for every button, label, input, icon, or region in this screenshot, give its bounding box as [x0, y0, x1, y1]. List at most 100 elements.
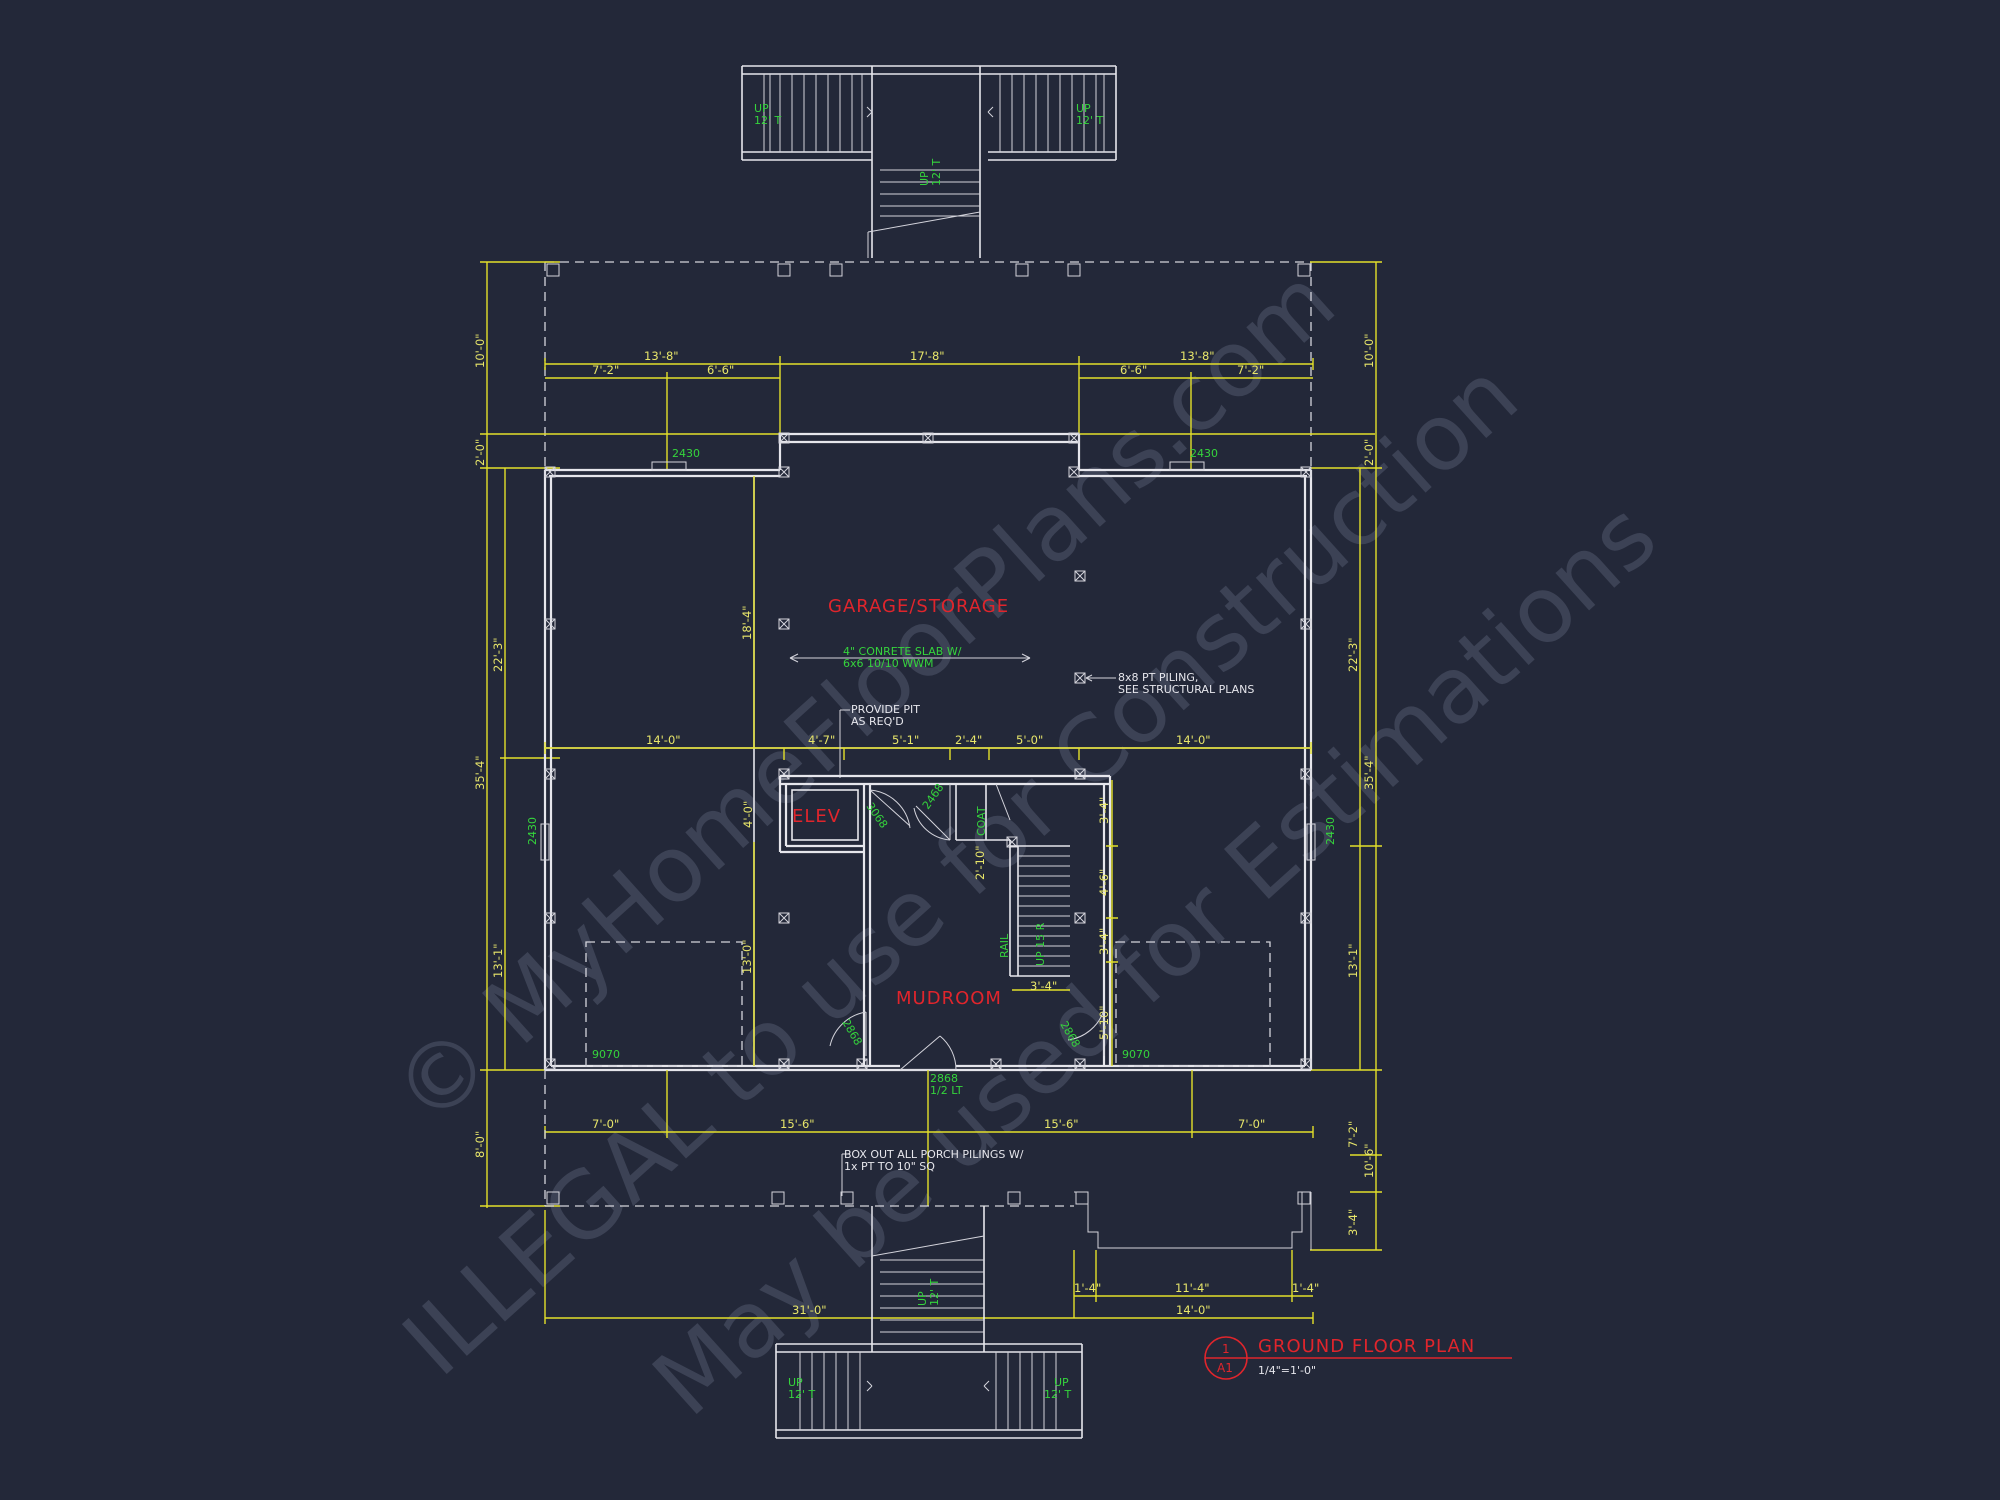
piling-marker: [1074, 1058, 1086, 1070]
title-block: 1 A1 GROUND FLOOR PLAN 1/4"=1'-0": [1204, 1336, 1512, 1380]
piling-marker: [544, 768, 556, 780]
piling-marker: [778, 432, 790, 444]
dim-rear-7-0-left: 7'-0": [592, 1117, 619, 1131]
dim-right-13-1: 13'-1": [1346, 943, 1360, 978]
dim-garage-18-4: 18'-4": [740, 605, 754, 640]
piling-marker: [922, 432, 934, 444]
piling-marker: [544, 912, 556, 924]
dim-5-0: 5'-0": [1016, 733, 1043, 747]
entry-door-size: 2868: [930, 1072, 958, 1085]
note-slab-line2: 6x6 10/10 WWM: [843, 657, 933, 670]
dim-core-3-4-top: 3'-4": [1097, 797, 1111, 824]
top-stair-left-up: UP: [754, 102, 769, 115]
dim-top-right-6-6: 6'-6": [1120, 363, 1147, 377]
bottom-stair-center-up: UP: [916, 1291, 929, 1306]
dim-rear-15-6-left: 15'-6": [780, 1117, 815, 1131]
bottom-stair-center-risers: 12' T: [928, 1278, 941, 1306]
dim-right-10-6: 10'-6": [1362, 1143, 1376, 1178]
note-piling-line2: SEE STRUCTURAL PLANS: [1118, 683, 1254, 696]
note-box-line2: 1x PT TO 10" SQ: [844, 1160, 935, 1173]
dim-left-14-0: 14'-0": [646, 733, 681, 747]
window-2430-top-right: 2430: [1190, 447, 1218, 460]
dim-top-right-7-2: 7'-2": [1237, 363, 1264, 377]
door-2468: 2468: [920, 781, 947, 811]
piling-marker: [778, 466, 790, 478]
dim-4-7: 4'-7": [808, 733, 835, 747]
dim-rear-7-0-right: 7'-0": [1238, 1117, 1265, 1131]
dim-top-right-13-8: 13'-8": [1180, 349, 1215, 363]
dim-top-left-13-8: 13'-8": [644, 349, 679, 363]
dim-rear-1-4-left: 1'-4": [1074, 1281, 1101, 1295]
window-2430-left: 2430: [526, 817, 539, 845]
dim-core-4-6: 4'-6": [1097, 869, 1111, 896]
title-ground-floor-plan: GROUND FLOOR PLAN: [1258, 1336, 1475, 1357]
dim-rear-1-4-right: 1'-4": [1292, 1281, 1319, 1295]
front-porch: [544, 261, 1312, 470]
dim-rear-14-0: 14'-0": [1176, 1303, 1211, 1317]
dim-elev-4-0: 4'-0": [741, 801, 755, 828]
piling-marker: [778, 1058, 790, 1070]
rear-porch: 7'-0" 15'-6" 15'-6" 7'-0" BOX OUT ALL PO…: [544, 1070, 1319, 1324]
piling-marker: [1300, 1058, 1312, 1070]
dim-left-22-3: 22'-3": [491, 637, 505, 672]
piling-marker: [1074, 570, 1086, 582]
dim-left-35-4: 35'-4": [473, 755, 487, 790]
piling-marker: [990, 1058, 1002, 1070]
garage-area: GARAGE/STORAGE 4" CONRETE SLAB W/ 6x6 10…: [544, 476, 1312, 778]
piling-marker: [1300, 768, 1312, 780]
coat-closet: COAT: [975, 806, 988, 836]
title-sheet-number: A1: [1217, 1361, 1233, 1375]
dim-left-10-0: 10'-0": [473, 333, 487, 368]
dim-top-left-7-2: 7'-2": [592, 363, 619, 377]
bottom-stair-left-risers: 12' T: [788, 1388, 816, 1401]
title-detail-number: 1: [1222, 1342, 1230, 1356]
piling-marker: [544, 1058, 556, 1070]
dim-left-8-0: 8'-0": [473, 1131, 487, 1158]
piling-marker: [1074, 912, 1086, 924]
piling-marker: [856, 1058, 868, 1070]
dim-rear-15-6-right: 15'-6": [1044, 1117, 1079, 1131]
dim-right-3-4: 3'-4": [1346, 1209, 1360, 1236]
dim-right-10-0: 10'-0": [1362, 333, 1376, 368]
dim-rear-11-4: 11'-4": [1175, 1281, 1210, 1295]
dim-5-1: 5'-1": [892, 733, 919, 747]
note-pit-line1: PROVIDE PIT: [851, 703, 920, 716]
piling-marker: [1068, 432, 1080, 444]
dim-garage-13-0: 13'-0": [740, 939, 754, 974]
side-dimensions: 10'-0" 2'-0" 35'-4" 22'-3" 13'-1" 8'-0" …: [473, 261, 1382, 1251]
piling-marker: [1300, 618, 1312, 630]
top-stair-right-up: UP: [1076, 102, 1091, 115]
piling-marker: [1300, 912, 1312, 924]
garage-door-right-9070: 9070: [1122, 1048, 1150, 1061]
piling-marker: [1300, 466, 1312, 478]
dim-2-10: 2'-10": [973, 845, 987, 880]
watermark-line-2: ILLEGAL to use for Construction: [383, 341, 1538, 1396]
bottom-stair-right-up: UP: [1054, 1376, 1069, 1389]
pilings: [544, 432, 1312, 1070]
stair-up-15r: UP 15 R: [1034, 922, 1047, 966]
porch-dimensions: 13'-8" 17'-8" 13'-8" 7'-2" 6'-6" 6'-6" 7…: [544, 349, 1314, 470]
dim-stair-3-4: 3'-4": [1030, 979, 1057, 993]
dim-left-2-0: 2'-0": [473, 439, 487, 466]
window-2430-right: 2430: [1324, 817, 1337, 845]
note-slab-line1: 4" CONRETE SLAB W/: [843, 645, 962, 658]
top-stairs: UP 12' T UP 12' T UP 12' T: [741, 65, 1117, 258]
room-garage-storage: GARAGE/STORAGE: [828, 596, 1009, 617]
dim-2-4: 2'-4": [955, 733, 982, 747]
note-box-line1: BOX OUT ALL PORCH PILINGS W/: [844, 1148, 1024, 1161]
piling-marker: [1074, 768, 1086, 780]
piling-marker: [1074, 672, 1086, 684]
top-stair-center-up: UP: [918, 171, 931, 186]
title-scale: 1/4"=1'-0": [1258, 1364, 1316, 1377]
piling-marker: [1068, 466, 1080, 478]
piling-marker: [544, 466, 556, 478]
garage-door-left-9070: 9070: [592, 1048, 620, 1061]
dim-right-14-0: 14'-0": [1176, 733, 1211, 747]
note-piling-line1: 8x8 PT PILING,: [1118, 671, 1198, 684]
top-stair-left-risers: 12' T: [754, 114, 782, 127]
dim-left-13-1: 13'-1": [491, 943, 505, 978]
dim-right-22-3: 22'-3": [1346, 637, 1360, 672]
piling-marker: [1006, 836, 1018, 848]
dim-core-3-4-mid: 3'-4": [1097, 928, 1111, 955]
dim-top-left-6-6: 6'-6": [707, 363, 734, 377]
